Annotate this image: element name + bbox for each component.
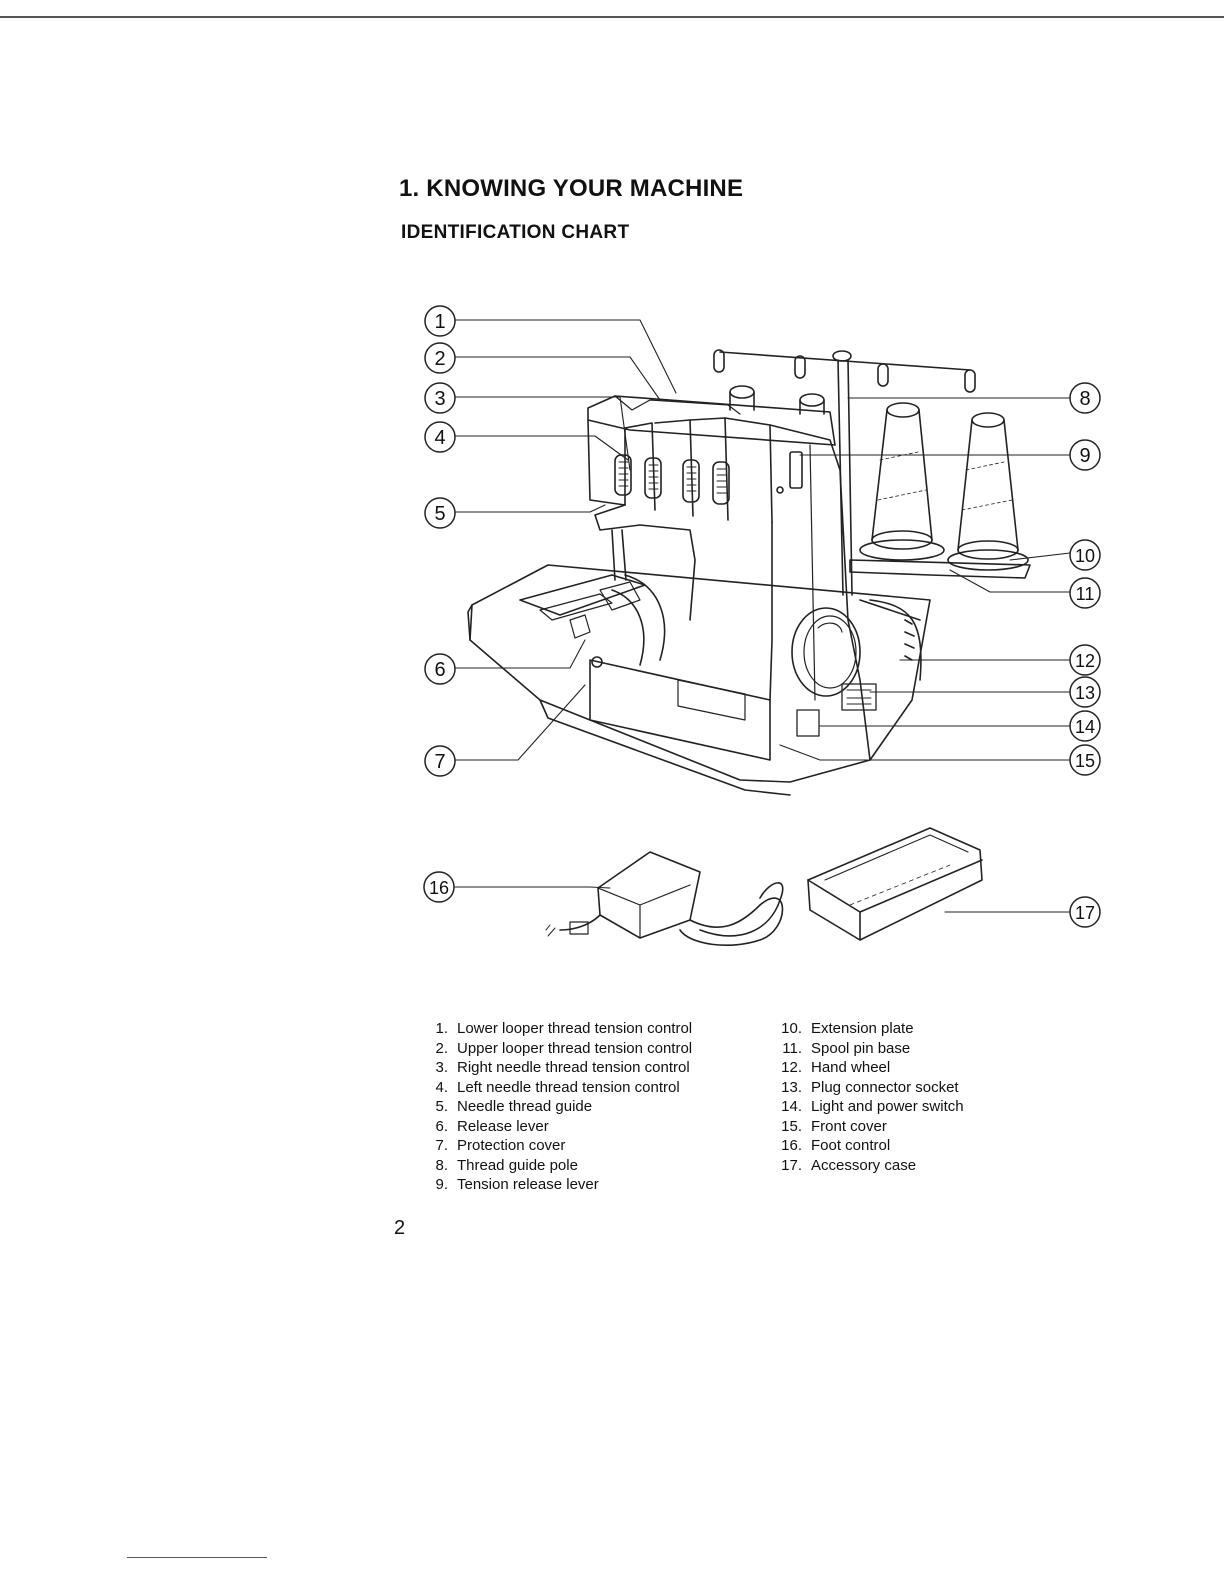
page-number: 2 <box>394 1217 406 1239</box>
tension-dials <box>614 454 730 505</box>
list-item: 14.Light and power switch <box>781 1098 964 1115</box>
list-item: 8.Thread guide pole <box>435 1156 578 1174</box>
svg-text:15: 15 <box>1075 751 1095 771</box>
callout-14: 14 <box>1069 710 1101 742</box>
thread-cones <box>849 402 1031 579</box>
callout-10: 10 <box>1069 539 1101 571</box>
list-item: 3.Right needle thread tension control <box>435 1059 690 1076</box>
parts-list-left: 1.Lower looper thread tension control 2.… <box>424 1019 692 1195</box>
top-rule <box>0 16 1224 18</box>
svg-text:14: 14 <box>1075 717 1095 737</box>
list-item: 6.Release lever <box>435 1117 549 1135</box>
svg-text:4: 4 <box>434 427 445 449</box>
callout-4: 4 <box>424 421 456 453</box>
list-item: 10.Extension plate <box>781 1020 914 1037</box>
machine-identification-figure: 1 2 3 4 5 6 7 8 9 10 11 12 13 14 15 16 1… <box>423 305 1101 946</box>
callout-13: 13 <box>1069 676 1101 708</box>
foot-control-illustration <box>545 851 784 946</box>
svg-text:12: 12 <box>1075 651 1095 671</box>
callout-2: 2 <box>424 342 456 374</box>
callout-3: 3 <box>424 382 456 414</box>
leader-lines <box>454 319 1071 913</box>
accessory-case-illustration <box>807 827 983 941</box>
callout-11: 11 <box>1069 577 1101 609</box>
list-item: 7.Protection cover <box>435 1137 566 1154</box>
callout-15: 15 <box>1069 744 1101 776</box>
hand-wheel <box>791 607 861 697</box>
list-item: 17.Accessory case <box>781 1156 917 1174</box>
list-item: 12.Hand wheel <box>781 1059 891 1076</box>
list-item: 15.Front cover <box>781 1117 887 1135</box>
svg-text:1: 1 <box>434 311 445 333</box>
svg-text:9: 9 <box>1079 445 1090 467</box>
callout-5: 5 <box>424 497 456 529</box>
svg-text:16: 16 <box>429 878 449 898</box>
svg-text:3: 3 <box>434 388 445 410</box>
list-item: 1.Lower looper thread tension control <box>435 1020 693 1037</box>
callout-9: 9 <box>1069 439 1101 471</box>
list-item: 4.Left needle thread tension control <box>435 1078 680 1096</box>
svg-text:11: 11 <box>1076 584 1095 604</box>
svg-text:8: 8 <box>1079 388 1090 410</box>
parts-list-right: 10.Extension plate 11.Spool pin base 12.… <box>768 1019 964 1175</box>
list-item: 16.Foot control <box>781 1137 891 1154</box>
callout-1: 1 <box>424 305 456 337</box>
callout-8: 8 <box>1069 382 1101 414</box>
svg-text:7: 7 <box>434 751 445 773</box>
bottom-rule <box>127 1557 267 1558</box>
svg-text:6: 6 <box>434 659 445 681</box>
list-item: 9.Tension release lever <box>435 1176 599 1193</box>
callout-17: 17 <box>1069 896 1101 928</box>
callout-7: 7 <box>424 745 456 777</box>
list-item: 13.Plug connector socket <box>781 1078 959 1096</box>
svg-text:10: 10 <box>1075 546 1095 566</box>
chapter-title: 1. KNOWING YOUR MACHINE <box>399 175 744 202</box>
serger-machine-illustration <box>467 349 1031 796</box>
list-item: 2.Upper looper thread tension control <box>435 1039 693 1057</box>
list-item: 5.Needle thread guide <box>435 1098 593 1115</box>
callout-16: 16 <box>423 871 455 903</box>
section-title: IDENTIFICATION CHART <box>401 222 630 243</box>
svg-text:13: 13 <box>1075 683 1095 703</box>
callout-12: 12 <box>1069 644 1101 676</box>
callouts: 1 2 3 4 5 6 7 8 9 10 11 12 13 14 15 16 1… <box>423 305 1101 928</box>
svg-text:5: 5 <box>434 503 445 525</box>
callout-6: 6 <box>424 653 456 685</box>
svg-text:17: 17 <box>1075 903 1095 923</box>
svg-text:2: 2 <box>434 348 445 370</box>
list-item: 11.Spool pin base <box>782 1039 911 1057</box>
